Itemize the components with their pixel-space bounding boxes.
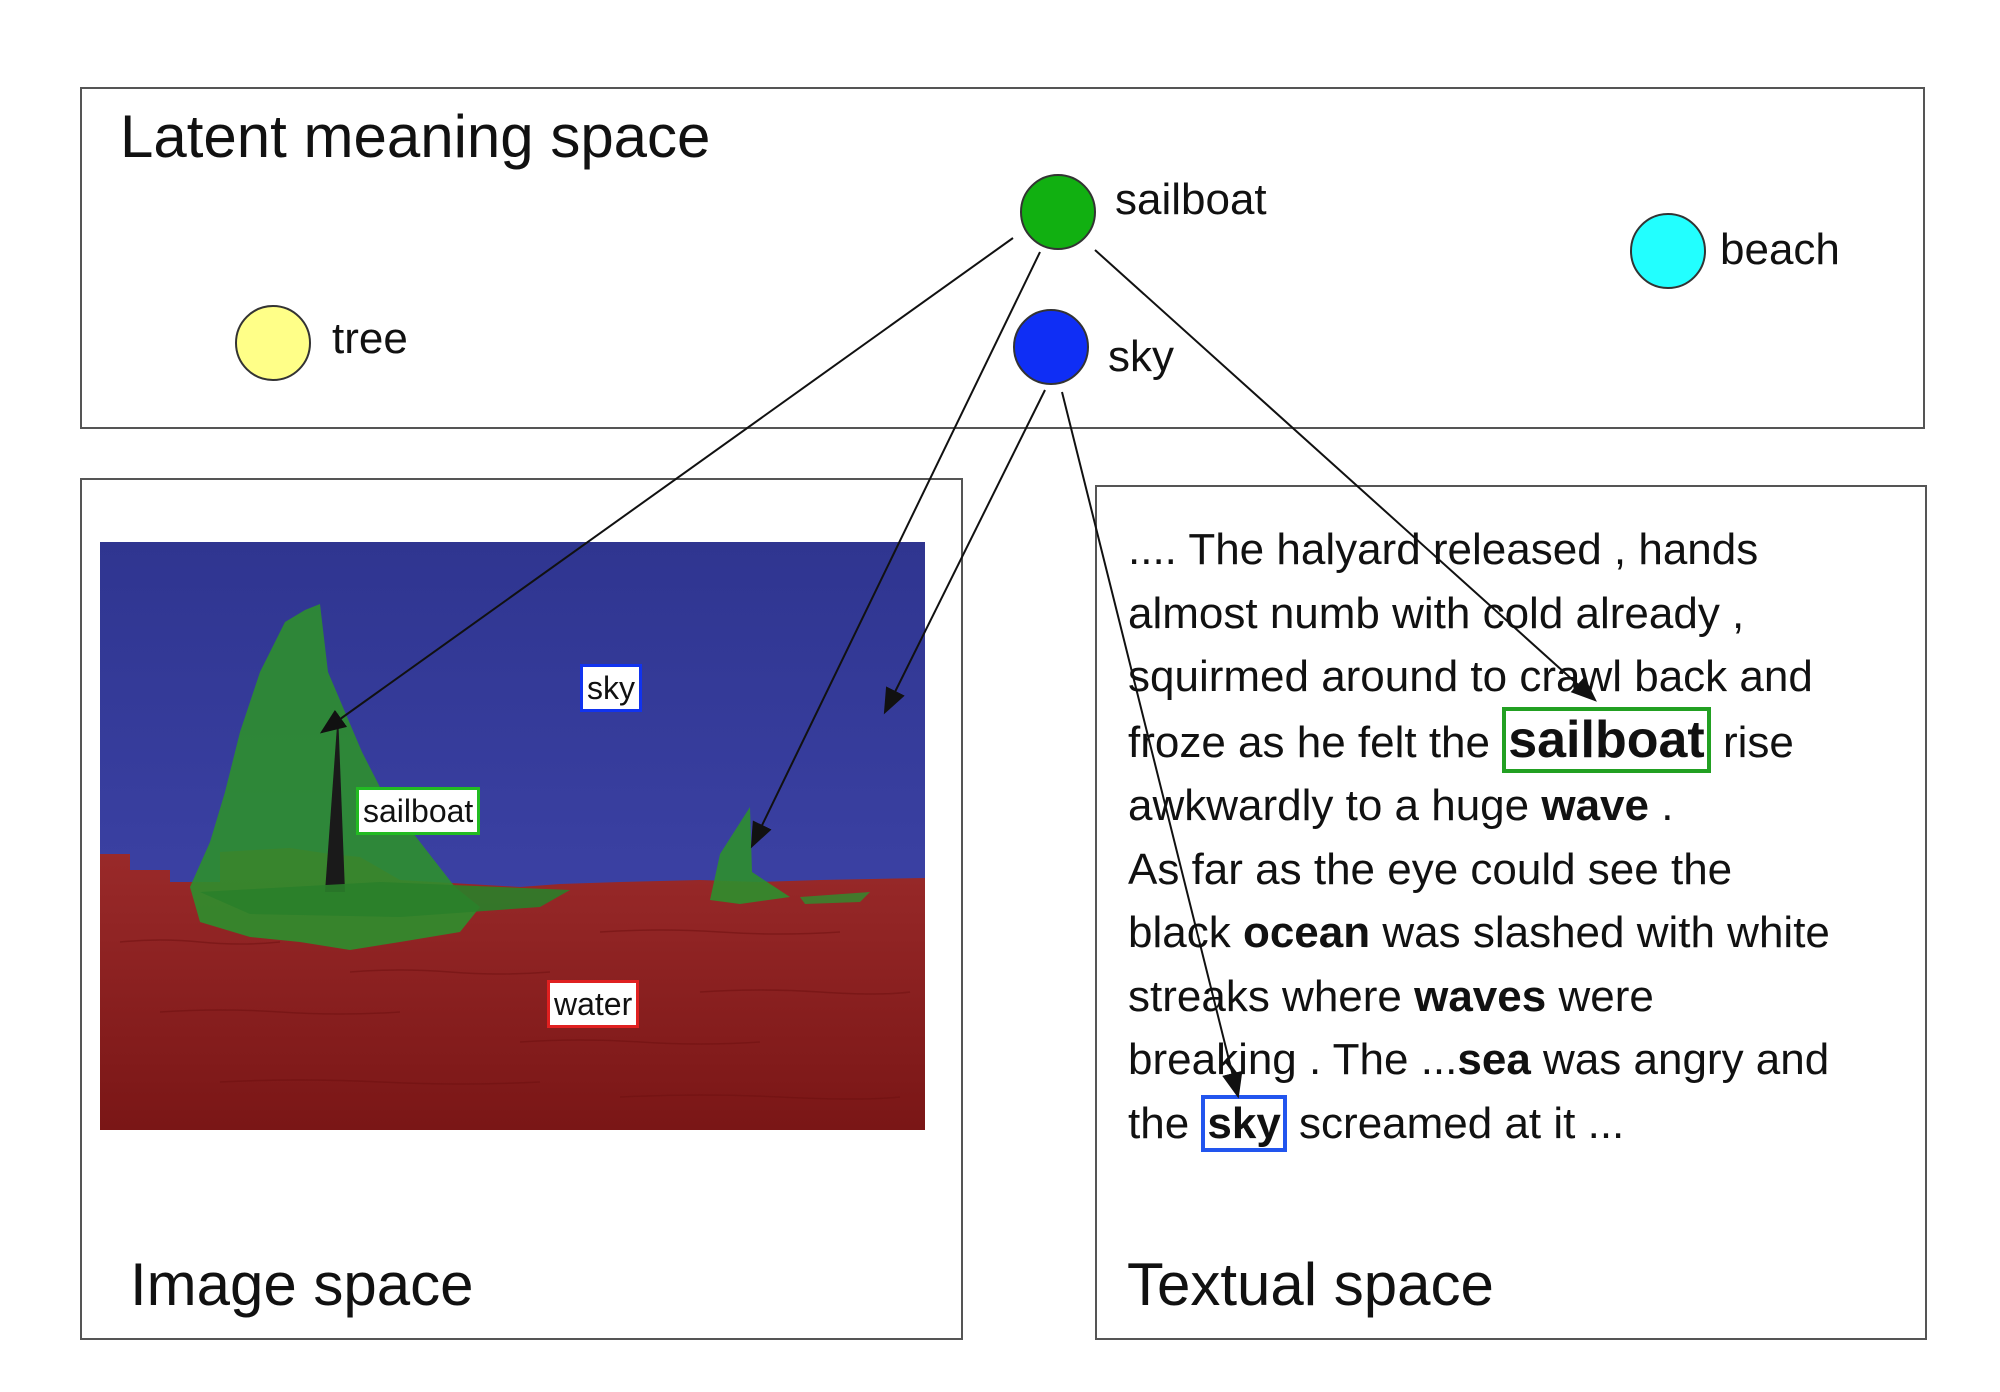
passage-text: As far as the eye could see the (1128, 844, 1733, 894)
latent-space-title: Latent meaning space (120, 103, 711, 170)
passage-line: squirmed around to crawl back and (1128, 645, 1918, 709)
sailboat-node (1020, 174, 1096, 250)
beach-node-label: beach (1720, 225, 1840, 274)
beach-node (1630, 213, 1706, 289)
passage-line: awkwardly to a huge wave . (1128, 774, 1918, 838)
passage-line: .... The halyard released , hands (1128, 518, 1918, 582)
passage-text: screamed at it ... (1286, 1098, 1625, 1148)
passage-text: rise (1710, 717, 1794, 767)
small-sailboat-region (710, 807, 790, 904)
segmentation-image (100, 542, 925, 1130)
sky-node-label: sky (1108, 332, 1174, 381)
passage-text: froze as he felt the (1128, 717, 1503, 767)
sailboat-node-label: sailboat (1115, 175, 1267, 224)
passage-line: almost numb with cold already , (1128, 582, 1918, 646)
bold-word: sea (1457, 1035, 1531, 1084)
passage-line: breaking . The ...sea was angry and (1128, 1028, 1918, 1092)
passage-text: . (1648, 781, 1674, 830)
highlighted-word-sky: sky (1201, 1094, 1287, 1152)
passage-line: froze as he felt the sailboat rise (1128, 706, 1918, 775)
passage-line: streaks where waves were (1128, 965, 1918, 1029)
sky-segment-label: sky (580, 664, 642, 712)
passage-text: awkwardly to a huge (1128, 781, 1542, 830)
bold-word: wave (1541, 781, 1649, 830)
segmented-sailboat-photo (100, 542, 925, 1130)
passage-line: As far as the eye could see the (1128, 838, 1918, 902)
image-space-title: Image space (130, 1251, 474, 1318)
passage-text: breaking . The ... (1128, 1035, 1458, 1084)
passage-text: was angry and (1530, 1035, 1830, 1084)
passage-text: squirmed around to crawl back and (1128, 652, 1813, 701)
highlighted-word-sailboat: sailboat (1502, 706, 1711, 773)
passage-line: the sky screamed at it ... (1128, 1092, 1918, 1156)
passage-text: the (1128, 1098, 1202, 1148)
passage-text: was slashed with white (1370, 908, 1830, 957)
passage-text: .... The halyard released , hands (1128, 525, 1759, 574)
bold-word: waves (1414, 971, 1547, 1021)
sky-node (1013, 309, 1089, 385)
textual-space-title: Textual space (1127, 1251, 1494, 1318)
passage-text: were (1546, 971, 1654, 1021)
passage-text: almost numb with cold already , (1128, 588, 1745, 638)
passage-text: black (1128, 908, 1243, 957)
passage-text: streaks where (1128, 971, 1415, 1021)
tree-node-label: tree (332, 314, 408, 363)
passage-line: black ocean was slashed with white (1128, 901, 1918, 965)
water-segment-label: water (547, 980, 640, 1028)
tree-node (235, 305, 311, 381)
sailboat-segment-label: sailboat (356, 787, 481, 835)
text-passage: .... The halyard released , hands almost … (1128, 518, 1918, 1155)
bold-word: ocean (1242, 908, 1371, 957)
dark-sail (325, 712, 345, 892)
